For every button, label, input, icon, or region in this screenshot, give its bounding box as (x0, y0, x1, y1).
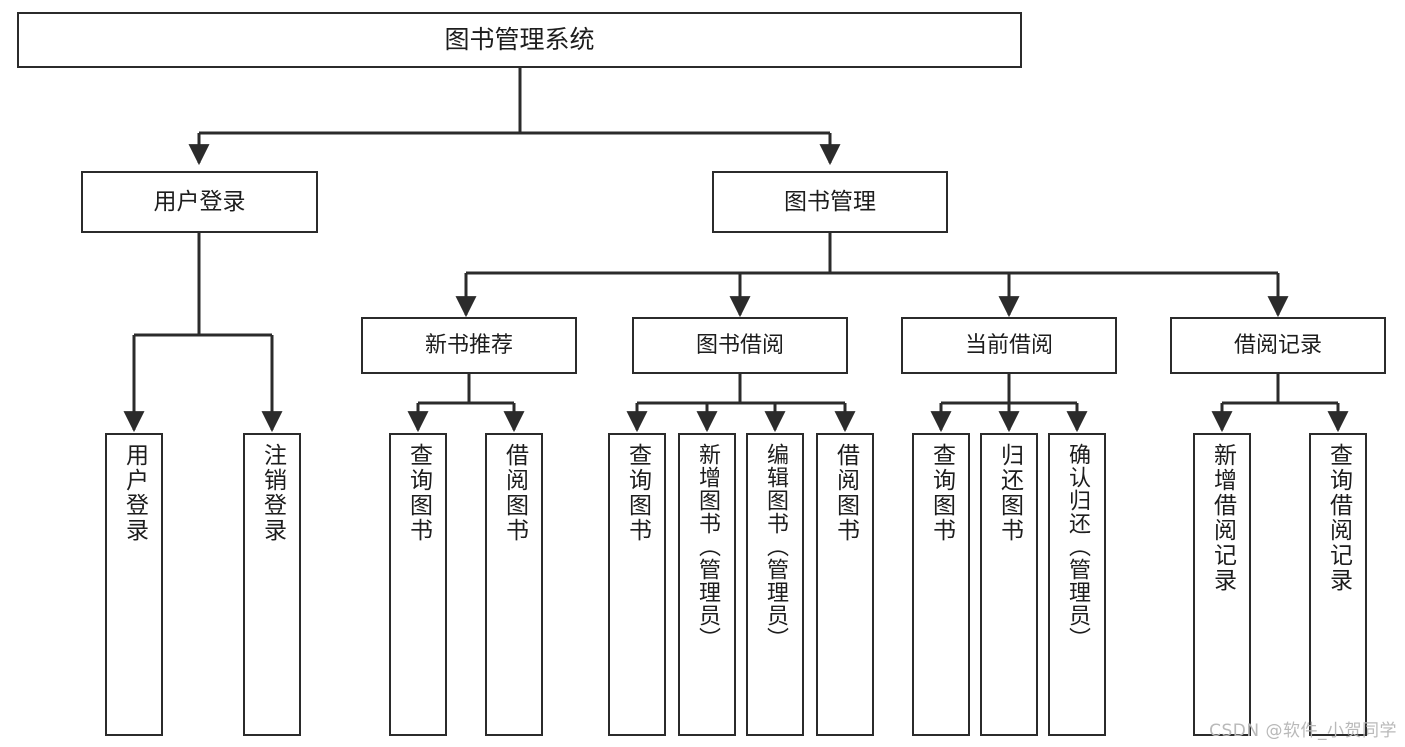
node-label: 新增图书（管理员） (695, 443, 720, 650)
leaf-borrow-book[interactable]: 借阅图书 (816, 433, 874, 736)
node-user-login[interactable]: 用户登录 (81, 171, 318, 233)
leaf-query-book-recommend[interactable]: 查询图书 (389, 433, 447, 736)
node-new-book-recommend[interactable]: 新书推荐 (361, 317, 577, 374)
leaf-query-borrow-record[interactable]: 查询借阅记录 (1309, 433, 1367, 736)
leaf-confirm-return-admin[interactable]: 确认归还（管理员） (1048, 433, 1106, 736)
node-label: 用户登录 (121, 443, 148, 543)
node-book-management[interactable]: 图书管理 (712, 171, 948, 233)
leaf-logout[interactable]: 注销登录 (243, 433, 301, 736)
node-label: 确认归还（管理员） (1065, 443, 1090, 650)
leaf-add-book-admin[interactable]: 新增图书（管理员） (678, 433, 736, 736)
node-borrow-records[interactable]: 借阅记录 (1170, 317, 1386, 374)
node-label: 图书管理系统 (444, 24, 595, 54)
leaf-edit-book-admin[interactable]: 编辑图书（管理员） (746, 433, 804, 736)
node-label: 编辑图书（管理员） (763, 443, 788, 650)
node-current-borrow[interactable]: 当前借阅 (901, 317, 1117, 374)
node-label: 图书管理 (784, 188, 876, 215)
node-label: 新书推荐 (424, 332, 513, 358)
node-book-borrow[interactable]: 图书借阅 (632, 317, 848, 374)
leaf-borrow-book-recommend[interactable]: 借阅图书 (485, 433, 543, 736)
leaf-user-login[interactable]: 用户登录 (105, 433, 163, 736)
leaf-query-book-current[interactable]: 查询图书 (912, 433, 970, 736)
node-label: 查询图书 (928, 443, 955, 543)
node-label: 归还图书 (996, 443, 1023, 543)
node-label: 查询借阅记录 (1325, 443, 1352, 593)
node-label: 新增借阅记录 (1209, 443, 1236, 593)
node-label: 当前借阅 (964, 332, 1053, 358)
leaf-query-book-borrow[interactable]: 查询图书 (608, 433, 666, 736)
node-label: 图书借阅 (695, 332, 784, 358)
leaf-add-borrow-record[interactable]: 新增借阅记录 (1193, 433, 1251, 736)
node-label: 注销登录 (259, 443, 286, 543)
node-label: 借阅记录 (1233, 332, 1322, 358)
node-label: 借阅图书 (832, 443, 859, 543)
node-root-system[interactable]: 图书管理系统 (17, 12, 1022, 68)
csdn-watermark: CSDN @软件_小贺同学 (1209, 721, 1397, 741)
node-label: 查询图书 (624, 443, 651, 543)
node-label: 用户登录 (153, 188, 246, 215)
node-label: 借阅图书 (501, 443, 528, 543)
node-label: 查询图书 (405, 443, 432, 543)
leaf-return-book[interactable]: 归还图书 (980, 433, 1038, 736)
